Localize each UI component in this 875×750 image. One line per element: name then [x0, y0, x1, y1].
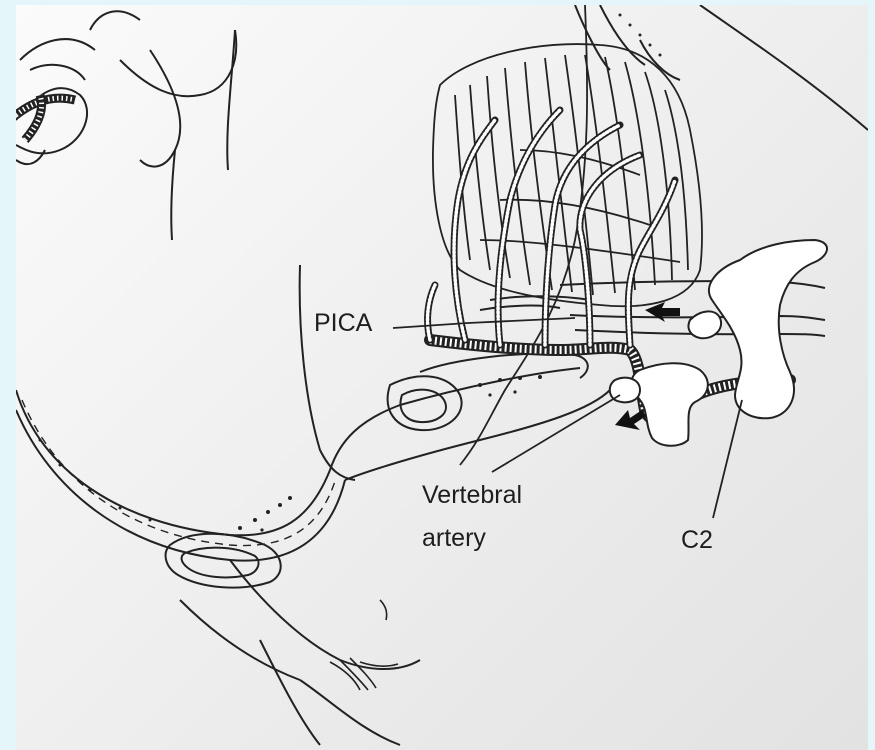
suture-tuft [330, 600, 398, 690]
pica-label: PICA [314, 311, 372, 336]
upper-left-structures [16, 11, 236, 240]
vertebral-artery-label-line1: Vertebral [422, 483, 522, 508]
lower-arrow-icon [615, 410, 646, 430]
vertebral-artery-leader-line [492, 395, 620, 472]
posterior-fossa-bone [166, 354, 588, 588]
illustration-photo: PICA Vertebral artery C2 [16, 5, 868, 750]
c2-label: C2 [681, 528, 713, 553]
upper-dural-bands [575, 5, 868, 130]
vertebral-artery-vessel [430, 340, 790, 419]
vertebral-artery-label-line2: artery [422, 526, 486, 551]
anatomy-drawing [16, 5, 868, 750]
c2-leader-line [713, 400, 742, 518]
upper-left-coiled-vessel [16, 95, 75, 140]
